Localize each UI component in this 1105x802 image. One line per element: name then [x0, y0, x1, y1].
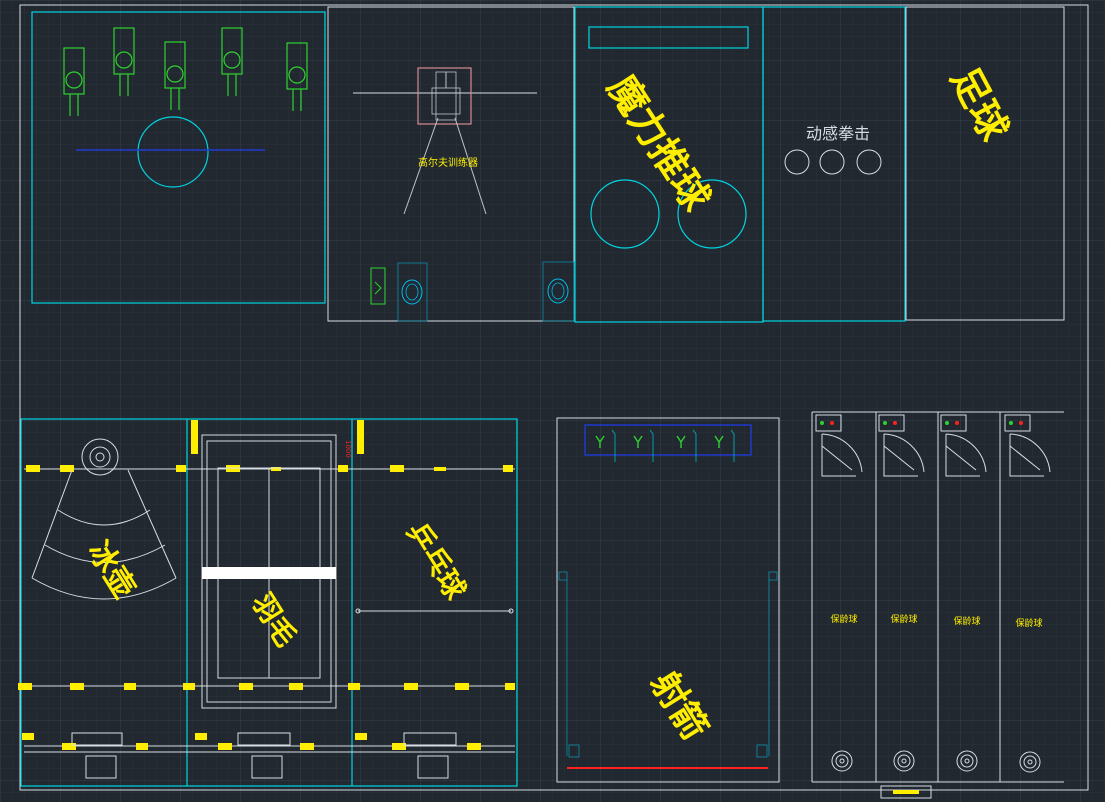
lane-label: 保龄球	[953, 615, 980, 627]
bowling-lanes: 保龄球 保龄球 保龄球 保龄球	[811, 411, 1064, 799]
room-boxing: 动感拳击	[762, 6, 906, 322]
boxing-target	[819, 149, 845, 175]
curling-sheet	[31, 438, 177, 600]
ball-right	[677, 179, 747, 249]
room-machines	[31, 11, 326, 304]
lane-label: 保龄球	[1015, 617, 1042, 629]
sink-right	[547, 278, 569, 304]
machine-unit	[63, 27, 308, 116]
building-outline	[19, 4, 1089, 791]
ball-return	[831, 750, 1041, 773]
boxing-label: 动感拳击	[806, 124, 870, 143]
control-boxes	[71, 732, 457, 779]
golf-label: 高尔夫训练器	[418, 156, 478, 169]
target-icon	[595, 435, 724, 448]
badminton-net	[202, 567, 336, 579]
dimension-tag: 1000	[344, 440, 352, 458]
target-wall	[584, 424, 752, 456]
ball-left	[590, 179, 660, 249]
pinsetter-lights	[820, 421, 1023, 425]
archery-side-rails	[558, 571, 778, 758]
round-platform	[137, 116, 209, 188]
boxing-target	[784, 149, 810, 175]
boxing-target	[856, 149, 882, 175]
lane-label: 保龄球	[830, 613, 857, 625]
pinsetter-box	[815, 414, 1031, 432]
sink-left	[401, 279, 423, 305]
lane-label: 保龄球	[890, 613, 917, 625]
golf-cabinet-icon	[370, 267, 386, 305]
lanes-footer-tag	[880, 785, 932, 799]
swing-door	[821, 433, 1051, 477]
screen-bar	[588, 26, 749, 49]
room-golf: 高尔夫训练器	[327, 6, 575, 322]
sensor-tags	[18, 420, 515, 750]
